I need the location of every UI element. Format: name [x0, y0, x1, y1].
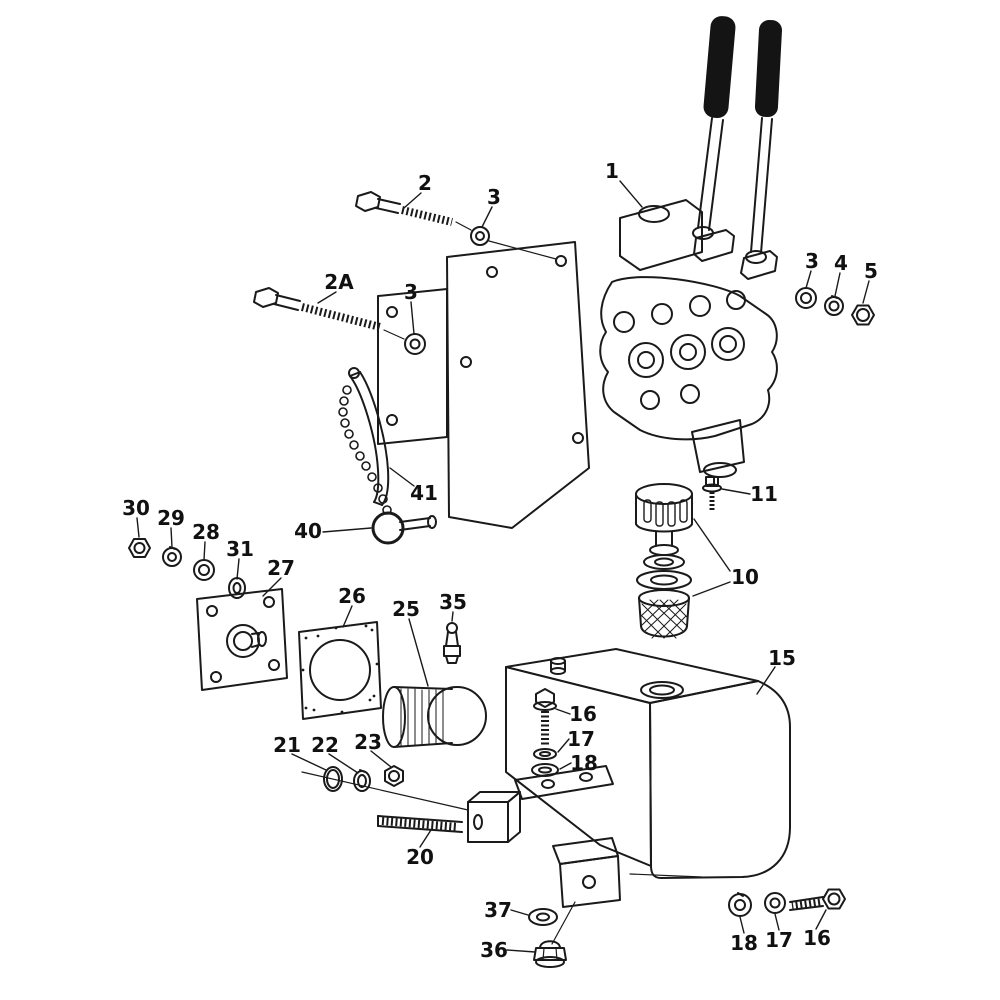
- part-label-5-7: 5: [864, 259, 878, 283]
- washer-3-middle: [404, 333, 426, 355]
- part-label-36-29: 36: [480, 938, 508, 962]
- breather-10: [635, 483, 693, 639]
- part-label-29-10: 29: [157, 506, 185, 530]
- mount-block: [467, 791, 521, 843]
- fitting-35: [443, 622, 461, 664]
- part-label-21-24: 21: [273, 733, 301, 757]
- lock-washer-29: [162, 546, 182, 567]
- part-label-37-28: 37: [484, 898, 512, 922]
- bracket-plate: [377, 288, 448, 445]
- bolt-16-bottom: [789, 888, 846, 911]
- part-label-10-19: 10: [731, 565, 759, 589]
- filter-25: [382, 686, 487, 748]
- washer-37: [528, 908, 558, 926]
- lock-washer-4: [824, 295, 844, 316]
- washer-3-right: [795, 287, 817, 309]
- lever-handles: [692, 16, 782, 264]
- part-label-31-12: 31: [226, 537, 254, 561]
- part-label-3-4: 3: [404, 280, 418, 304]
- screw-11: [702, 476, 722, 512]
- washer-17-bottom: [764, 892, 786, 914]
- part-label-16-21: 16: [569, 702, 597, 726]
- part-label-16-32: 16: [803, 926, 831, 950]
- nut-23: [384, 765, 404, 787]
- washer-17-center: [533, 748, 557, 760]
- nut-30: [128, 538, 151, 558]
- part-label-17-31: 17: [765, 928, 793, 952]
- bolt-2a: [253, 287, 381, 331]
- bolt-2: [355, 191, 453, 226]
- part-label-18-30: 18: [730, 931, 758, 955]
- part-label-26-15: 26: [338, 584, 366, 608]
- mounting-plate: [446, 241, 590, 529]
- ring-21: [323, 766, 343, 792]
- lock-washer-18-bottom: [728, 892, 752, 917]
- part-label-15-20: 15: [768, 646, 796, 670]
- l-bracket: [552, 837, 621, 908]
- part-label-18-23: 18: [570, 751, 598, 775]
- washer-3-top: [470, 226, 490, 246]
- gasket-26: [298, 621, 382, 720]
- nut-5: [851, 304, 875, 326]
- part-label-35-17: 35: [439, 590, 467, 614]
- plug-36: [533, 940, 567, 968]
- part-label-28-11: 28: [192, 520, 220, 544]
- part-label-20-27: 20: [406, 845, 434, 869]
- part-label-27-14: 27: [267, 556, 295, 580]
- part-label-25-16: 25: [392, 597, 420, 621]
- part-label-2-0: 2: [418, 171, 432, 195]
- part-label-23-26: 23: [354, 730, 382, 754]
- chain: [338, 385, 392, 515]
- tank-15: [505, 648, 791, 879]
- part-label-1-2: 1: [605, 159, 619, 183]
- part-label-17-22: 17: [567, 727, 595, 751]
- part-label-4-6: 4: [834, 251, 848, 275]
- part-label-11-18: 11: [750, 482, 778, 506]
- lock-washer-22: [353, 769, 371, 792]
- lock-washer-18-center: [531, 763, 559, 777]
- part-label-3-5: 3: [805, 249, 819, 273]
- clip-31: [228, 577, 246, 599]
- part-label-2A-3: 2A: [324, 270, 354, 294]
- washer-28: [193, 559, 215, 581]
- part-label-22-25: 22: [311, 733, 339, 757]
- port-plate-27: [196, 588, 288, 691]
- linch-pin-40: [371, 511, 437, 545]
- part-label-40-13: 40: [294, 519, 322, 543]
- stud-20: [377, 815, 463, 833]
- leader-lines: [136, 180, 870, 953]
- part-label-30-9: 30: [122, 496, 150, 520]
- part-label-3-1: 3: [487, 185, 501, 209]
- part-label-41-8: 41: [410, 481, 438, 505]
- bolt-16-center: [533, 688, 557, 746]
